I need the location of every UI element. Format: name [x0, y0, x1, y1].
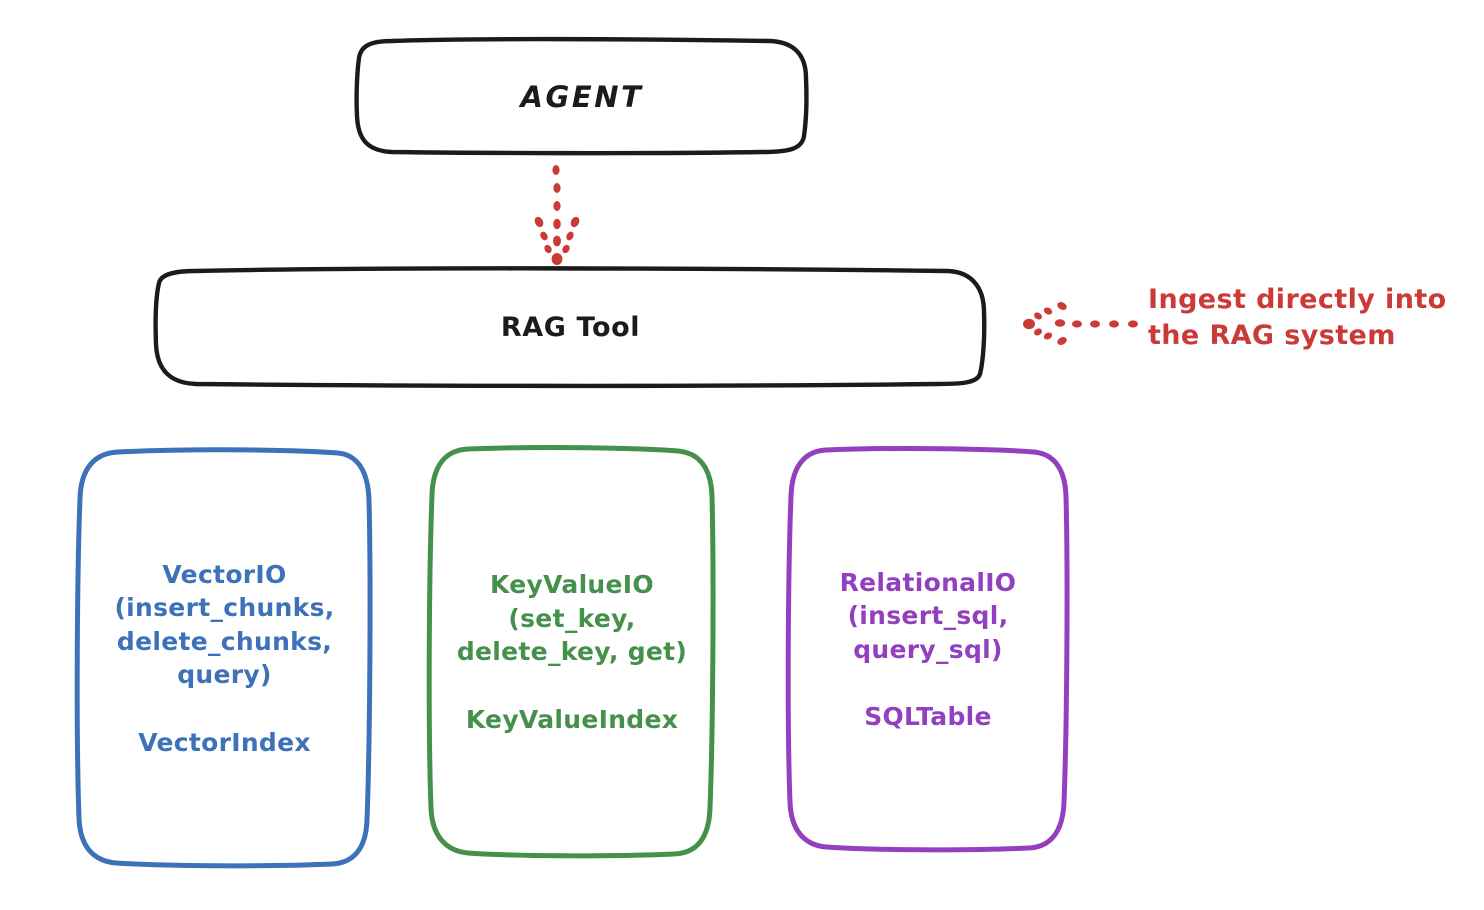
relational-store-label: RelationalIO (insert_sql, query_sql) SQL… — [789, 450, 1067, 849]
relational-store-index-label: SQLTable — [864, 702, 992, 731]
agent-to-rag-connector — [534, 165, 580, 265]
vector-store-api-label: VectorIO (insert_chunks, delete_chunks, … — [114, 559, 335, 690]
ingest-annotation-label: Ingest directly into the RAG system — [1148, 284, 1447, 351]
agent-label: AGENT — [520, 79, 644, 114]
vector-store-index-label: VectorIndex — [138, 727, 311, 757]
relational-store-api-label: RelationalIO (insert_sql, query_sql) — [839, 567, 1017, 664]
annotation-to-rag-connector — [1023, 302, 1138, 345]
vector-store-label: VectorIO (insert_chunks, delete_chunks, … — [79, 452, 370, 865]
rag-tool-label: RAG Tool — [500, 311, 641, 343]
keyvalue-store-label: KeyValueIO (set_key, delete_key, get) Ke… — [431, 449, 713, 855]
keyvalue-store-index-label: KeyValueIndex — [465, 704, 679, 734]
keyvalue-store-api-label: KeyValueIO (set_key, delete_key, get) — [456, 570, 688, 666]
